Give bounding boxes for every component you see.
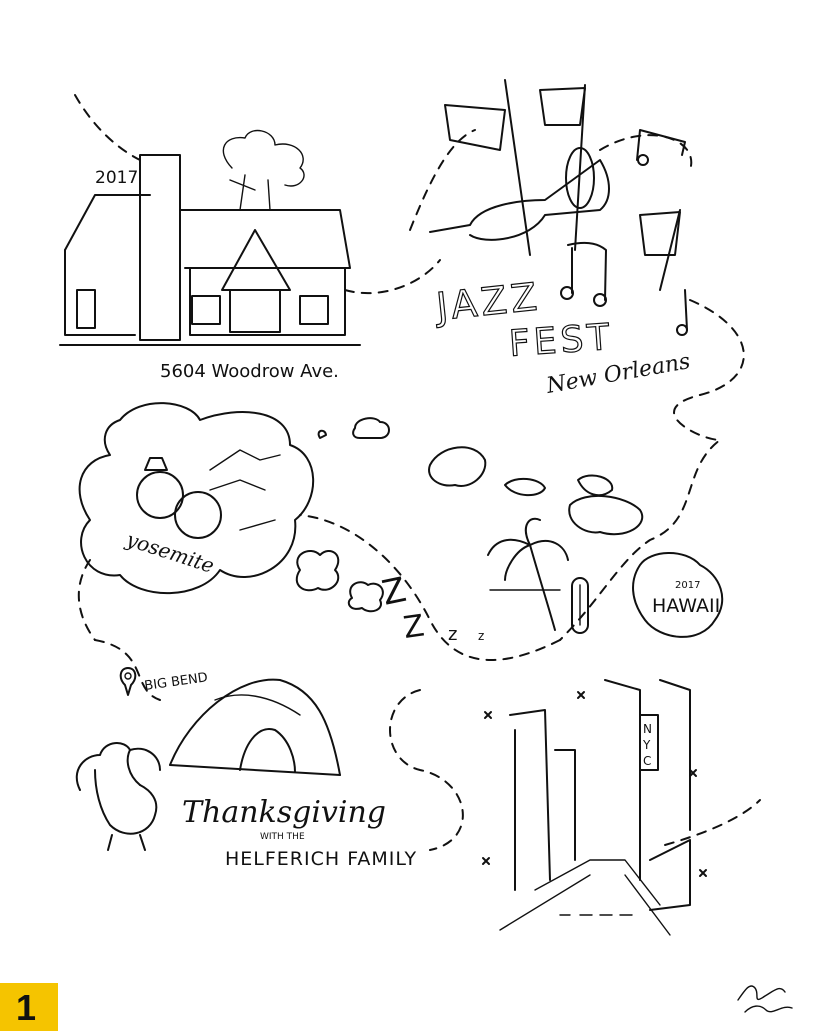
yosemite-label: yosemite	[123, 527, 218, 578]
jazzfest-drawing	[429, 79, 688, 336]
house-year-label: 2017	[95, 168, 138, 188]
hawaii-label: HAWAII	[652, 595, 720, 617]
sleep-z-1: Z	[379, 570, 410, 614]
jazzfest-title-line2: FEST	[508, 317, 615, 365]
page-number-label: 1	[16, 987, 37, 1028]
thanksgiving-title: Thanksgiving	[182, 795, 386, 830]
page-number-badge: 1	[0, 983, 58, 1031]
yosemite-cloud-drawing	[78, 402, 390, 613]
sleep-z-2: Z	[401, 608, 426, 646]
artist-signature	[737, 985, 793, 1013]
house-address-label: 5604 Woodrow Ave.	[160, 361, 339, 382]
nyc-drawing	[482, 679, 707, 936]
dashed-journey-path	[74, 94, 761, 851]
sleep-z-4: z	[478, 629, 484, 643]
turkey-drawing	[75, 742, 161, 851]
nyc-sign-letter-n: N	[643, 722, 652, 736]
hawaii-year-label: 2017	[675, 580, 700, 591]
thanksgiving-with-label: WITH THE	[260, 832, 305, 842]
nyc-sign-letter-y: Y	[642, 738, 651, 752]
bigbend-label: BIG BEND	[143, 670, 208, 694]
jazzfest-title-line1: JAZZ	[432, 274, 543, 329]
hawaii-drawing	[428, 446, 724, 638]
house-drawing	[59, 129, 361, 346]
thanksgiving-family-label: HELFERICH FAMILY	[225, 848, 418, 870]
sleep-z-3: z	[448, 624, 457, 645]
nyc-sign-letter-c: C	[643, 754, 651, 768]
bigbend-tent-drawing	[119, 667, 341, 776]
